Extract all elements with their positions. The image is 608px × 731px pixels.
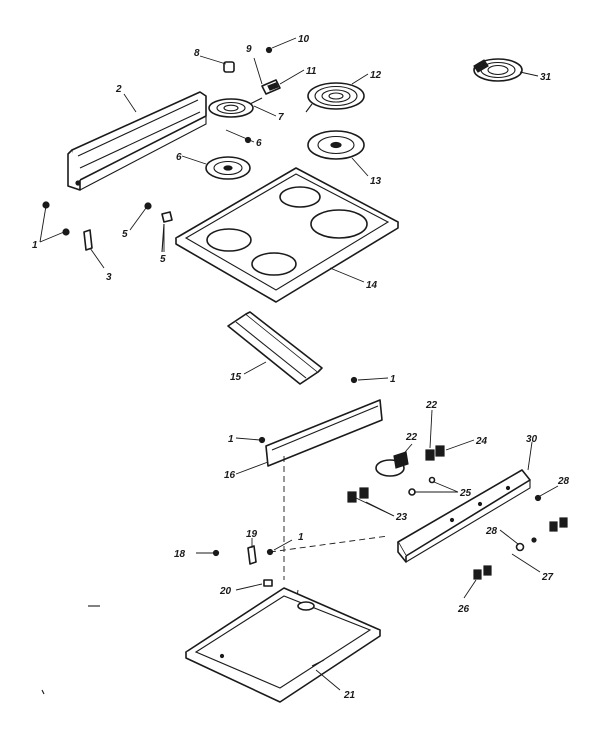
alignment-lines	[269, 456, 389, 605]
bracket-panel	[265, 399, 383, 467]
callout-10: 10	[298, 34, 310, 45]
callout-5: 5	[122, 229, 128, 240]
knob-8	[223, 61, 235, 73]
front-rail	[397, 469, 531, 563]
callout-3: 3	[106, 272, 112, 283]
callout-4: 5	[160, 254, 166, 265]
switch	[375, 451, 409, 477]
callout-21: 21	[343, 690, 356, 701]
terminal-blocks	[347, 445, 445, 503]
callout-23: 23	[395, 512, 408, 523]
callout-30: 30	[526, 434, 538, 445]
callout-20: 20	[219, 586, 232, 597]
lower-screws	[212, 376, 358, 587]
callout-28-lower: 28	[485, 526, 498, 537]
callout-16: 16	[224, 470, 236, 481]
screw-10	[265, 46, 273, 54]
right-hardware	[473, 494, 568, 580]
callout-15: 15	[230, 372, 242, 383]
callout-28-upper: 28	[557, 476, 570, 487]
callout-13: 13	[370, 176, 382, 187]
callout-18: 18	[174, 549, 186, 560]
large-surface-unit	[305, 82, 365, 113]
callout-12: 12	[370, 70, 382, 81]
callout-7: 7	[278, 112, 284, 123]
backguard	[67, 91, 207, 191]
callout-1: 1	[32, 240, 38, 251]
channel	[227, 311, 323, 385]
callout-19: 19	[246, 529, 258, 540]
callout-11: 11	[306, 66, 317, 77]
callout-5-upper: 6	[256, 138, 262, 149]
callout-1-b: 1	[390, 374, 396, 385]
drip-pan-small	[205, 156, 251, 180]
callout-14: 14	[366, 280, 378, 291]
receptacle-11	[261, 79, 281, 95]
backguard-screws	[42, 201, 93, 251]
bottom-pan	[185, 587, 381, 703]
leader-lines	[39, 37, 559, 691]
top-hardware	[144, 136, 252, 253]
callout-22-left: 22	[405, 432, 418, 443]
callout-22-right: 22	[425, 400, 438, 411]
scan-mark	[41, 689, 45, 695]
callout-25: 25	[459, 488, 472, 499]
callout-31: 31	[540, 72, 552, 83]
callout-1-d: 1	[298, 532, 304, 543]
main-top	[175, 167, 399, 303]
callout-26: 26	[457, 604, 470, 615]
small-surface-unit	[208, 97, 263, 118]
callout-9: 9	[246, 44, 252, 55]
drip-pan-large	[307, 130, 365, 160]
callout-8: 8	[194, 48, 200, 59]
surface-unit-31	[473, 58, 523, 82]
callout-2: 2	[115, 84, 122, 95]
callout-numbers: 2 1 3 5 5 6 6 8 9 10 11 12 7 13 14 31 15…	[32, 34, 570, 701]
callout-6: 6	[176, 152, 182, 163]
callout-27: 27	[541, 572, 554, 583]
callout-24: 24	[475, 436, 488, 447]
callout-1-c: 1	[228, 434, 234, 445]
